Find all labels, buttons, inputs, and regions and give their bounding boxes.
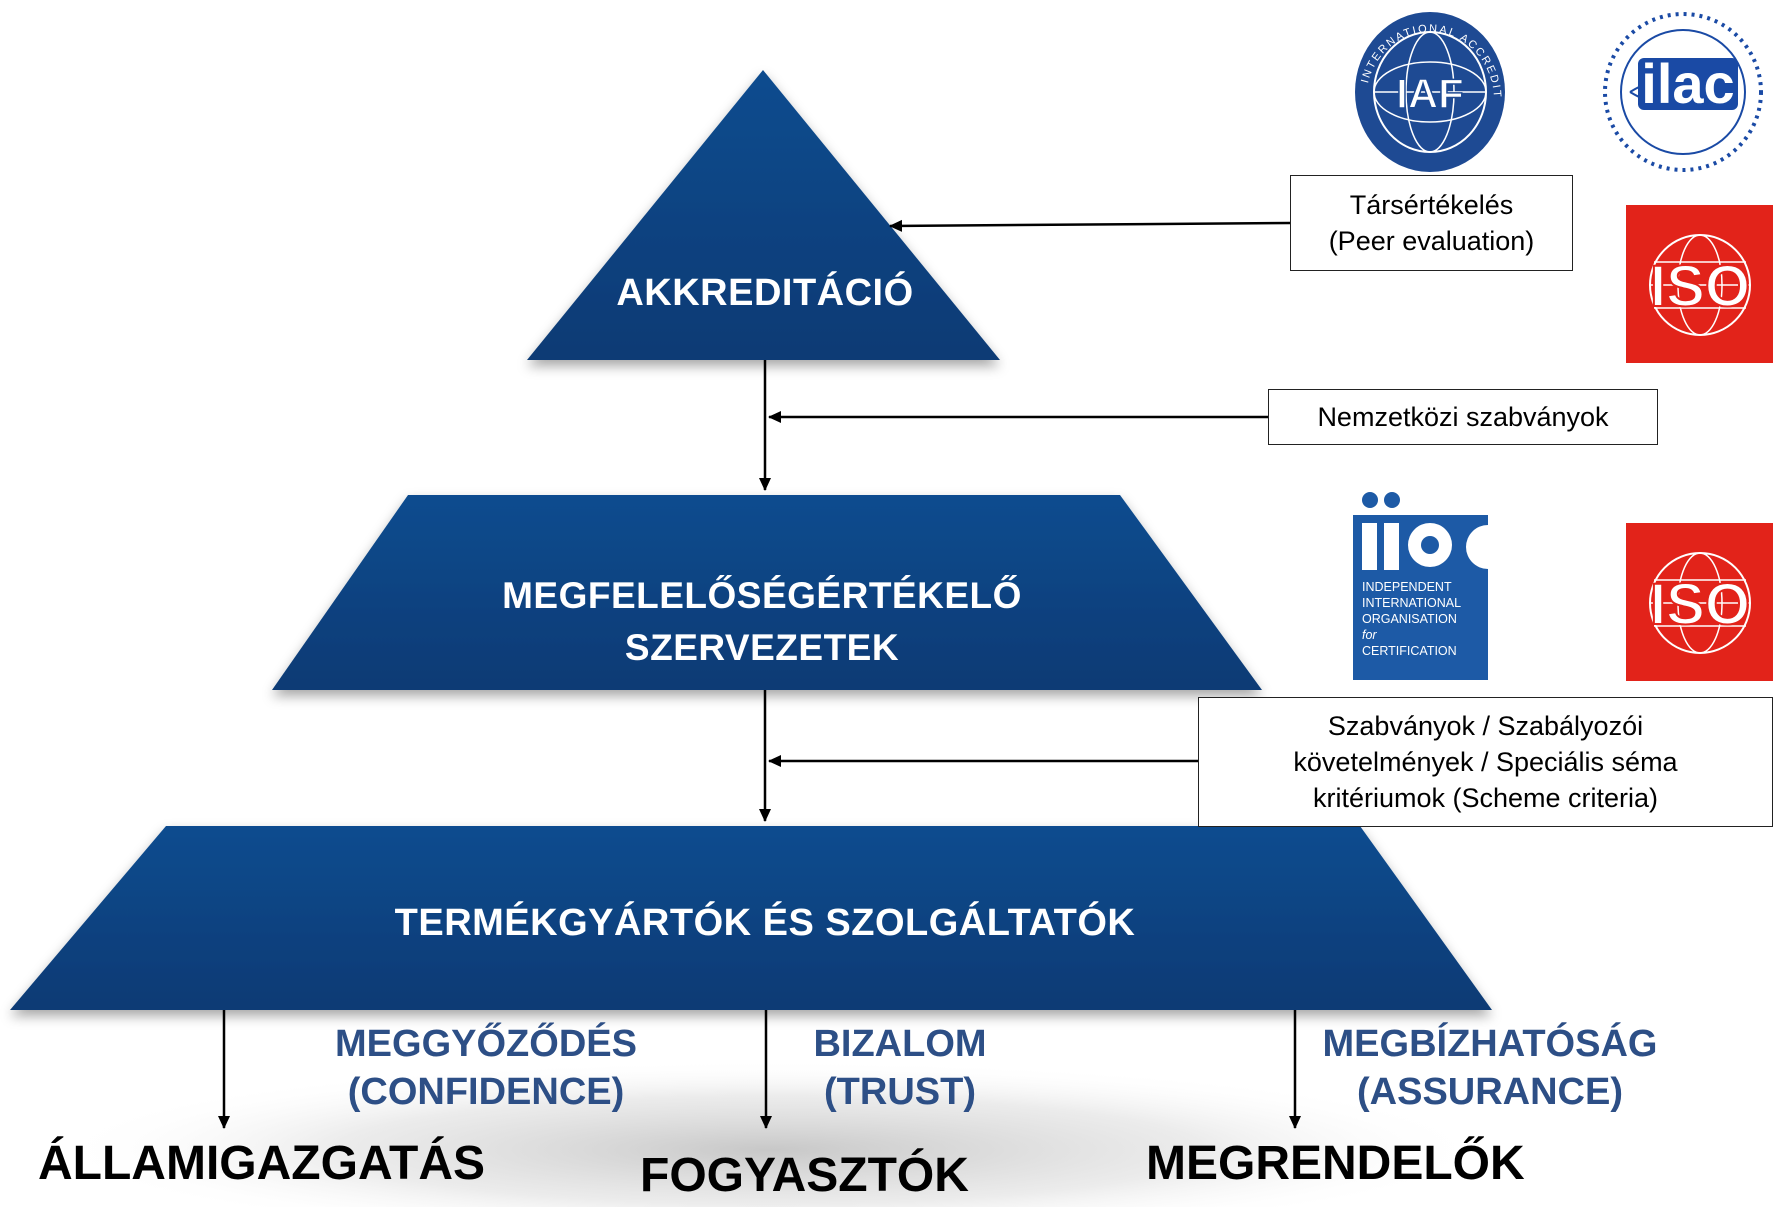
tier-bottom-label: TERMÉKGYÁRTÓK ÉS SZOLGÁLTATÓK — [394, 902, 1136, 944]
tier-middle-label: MEGFELELŐSÉGÉRTÉKELŐ SZERVEZETEK — [372, 570, 1152, 674]
peer-evaluation-box: Társértékelés (Peer evaluation) — [1290, 175, 1573, 271]
iioc-line-5: CERTIFICATION — [1362, 644, 1457, 658]
tier-middle-conformity-bodies — [272, 495, 1262, 690]
peer-evaluation-line1: Társértékelés — [1349, 190, 1514, 220]
scheme-criteria-line2: követelmények / Speciális séma — [1293, 747, 1678, 777]
scheme-criteria-line3: kritériumok (Scheme criteria) — [1312, 783, 1659, 813]
iioc-line-2: INTERNATIONAL — [1362, 596, 1461, 610]
outcome-trust-line2: (TRUST) — [824, 1071, 976, 1113]
iaf-center-text: IAF — [1396, 70, 1464, 117]
outcome-confidence-line2: (CONFIDENCE) — [347, 1071, 625, 1113]
outcome-confidence-line1: MEGGYŐZŐDÉS — [335, 1023, 637, 1065]
iioc-line-1: INDEPENDENT — [1362, 580, 1452, 594]
tier-top-label: AKKREDITÁCIÓ — [616, 272, 914, 314]
scheme-criteria-line1: Szabványok / Szabályozói — [1327, 711, 1644, 741]
stakeholder-consumers: FOGYASZTÓK — [640, 1149, 969, 1202]
iaf-ring-text: INTERNATIONAL ACCREDITATION FORUM — [0, 0, 1501, 99]
peer-evaluation-line2: (Peer evaluation) — [1328, 226, 1535, 256]
iso-logo-2: ISO — [1626, 523, 1773, 681]
svg-text:INTERNATIONAL ACCREDITATION FO: INTERNATIONAL ACCREDITATION FORUM — [0, 0, 1503, 99]
peer-evaluation-arrow — [889, 219, 1291, 232]
international-standards-box: Nemzetközi szabványok — [1268, 389, 1658, 445]
iioc-line-3: ORGANISATION — [1362, 612, 1457, 626]
tier-middle-label-line1: MEGFELELŐSÉGÉRTÉKELŐ — [502, 575, 1022, 616]
scheme-criteria-box: Szabványok / Szabályozói követelmények /… — [1198, 697, 1773, 827]
outcome-confidence: MEGGYŐZŐDÉS (CONFIDENCE) — [296, 1020, 676, 1116]
international-standards-text: Nemzetközi szabványok — [1317, 402, 1609, 432]
stakeholder-government: ÁLLAMIGAZGATÁS — [38, 1137, 486, 1190]
iso-logo-2-text: ISO — [1650, 572, 1750, 637]
iioc-logo: INDEPENDENT INTERNATIONAL ORGANISATION f… — [1353, 492, 1488, 680]
iioc-line-4: for — [1362, 628, 1377, 642]
floor-shadow — [50, 1060, 1490, 1207]
outcome-trust: BIZALOM (TRUST) — [770, 1020, 1030, 1116]
outcome-assurance-line1: MEGBÍZHATÓSÁG — [1322, 1023, 1658, 1065]
ilac-logo: ilac — [1603, 12, 1763, 172]
tier-bottom-producers — [10, 826, 1492, 1010]
iso-logo-1: ISO — [1626, 205, 1773, 363]
tier-top-accreditation — [527, 70, 1000, 360]
ilac-text: ilac — [1641, 52, 1734, 115]
tier-middle-label-line2: SZERVEZETEK — [624, 627, 900, 668]
outcome-trust-line1: BIZALOM — [813, 1023, 987, 1065]
outcome-assurance: MEGBÍZHATÓSÁG (ASSURANCE) — [1300, 1020, 1680, 1116]
stakeholder-clients: MEGRENDELŐK — [1146, 1137, 1525, 1190]
iso-logo-1-text: ISO — [1650, 254, 1750, 319]
outcome-assurance-line2: (ASSURANCE) — [1357, 1071, 1623, 1113]
